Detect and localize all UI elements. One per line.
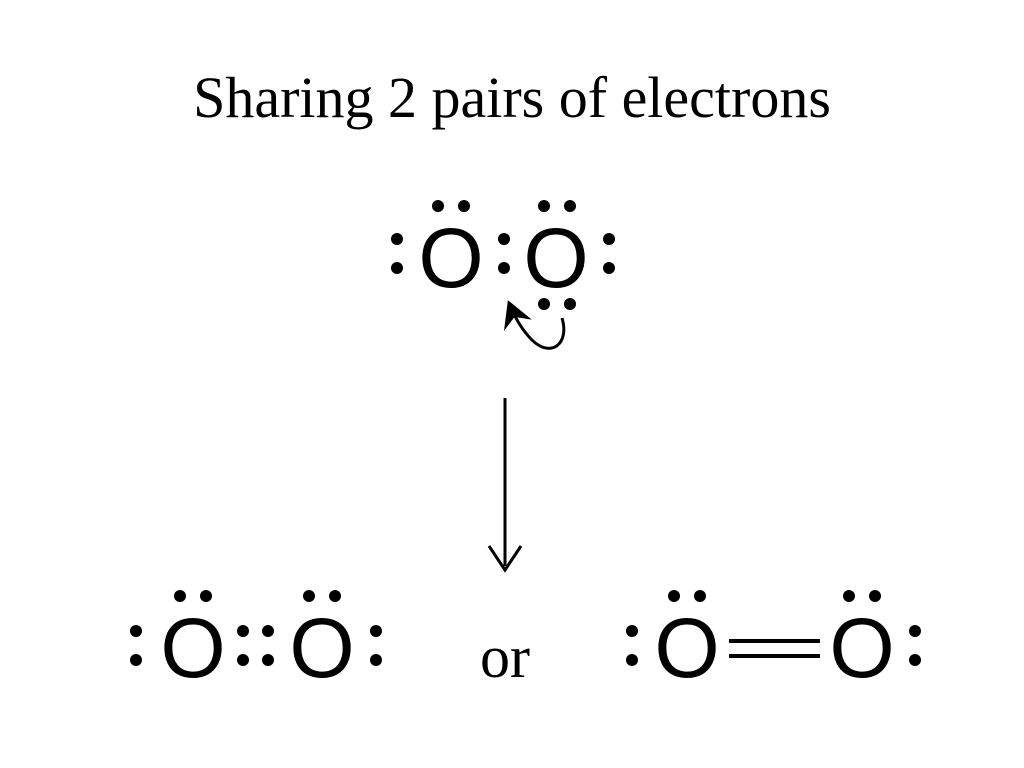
electron-dot [909,654,921,666]
top-oxygen-right: O [523,211,588,305]
bottom-right-molecule: O O [626,590,921,695]
down-arrow-icon [487,398,523,573]
electron-dot [458,200,470,212]
electron-dot [303,590,315,602]
electron-dot [564,298,576,310]
electron-dot [237,654,249,666]
electron-dot [262,625,274,637]
electron-dot [498,262,510,274]
slide-title: Sharing 2 pairs of electrons [193,65,831,130]
electron-dot [237,625,249,637]
electron-dot [843,590,855,602]
or-label: or [480,624,530,690]
double-bond-oxygen-left: O [654,601,719,695]
electron-dot [603,262,615,274]
bottom-oxygen-left: O [160,601,225,695]
double-bond-oxygen-right: O [829,601,894,695]
electron-dot [694,590,706,602]
electron-dot [130,654,142,666]
electron-dot [564,200,576,212]
curved-arrow-icon [503,300,566,350]
electron-dot [391,233,403,245]
electron-dot [174,590,186,602]
electron-dot [370,654,382,666]
electron-dot [370,625,382,637]
electron-dot [498,233,510,245]
electron-dot [391,262,403,274]
electron-dot [668,590,680,602]
bottom-left-molecule: O O [130,590,382,695]
electron-dot [626,625,638,637]
bottom-oxygen-right: O [289,601,354,695]
electron-dot [603,233,615,245]
electron-dot [869,590,881,602]
electron-dot [200,590,212,602]
top-molecule: O O [391,200,615,350]
electron-dot [329,590,341,602]
electron-dot [626,654,638,666]
electron-dot [262,654,274,666]
electron-dot [538,200,550,212]
electron-dot [130,625,142,637]
electron-dot [909,625,921,637]
electron-dot [538,298,550,310]
electron-dot [432,200,444,212]
top-oxygen-left: O [418,211,483,305]
